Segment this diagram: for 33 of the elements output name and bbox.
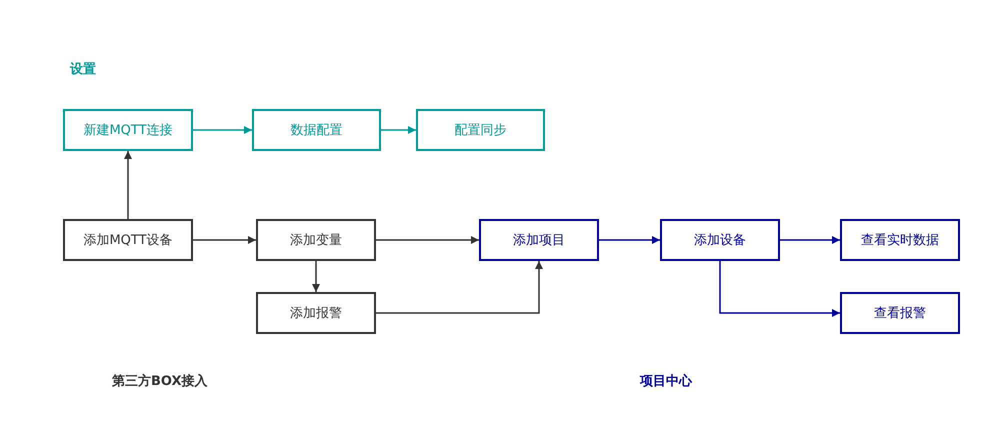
process-box [479,219,599,261]
group-title: 项目中心 [640,372,692,390]
box-label: 数据配置 [290,122,342,139]
process-box [660,219,780,261]
arrow [376,261,543,314]
arrow [193,236,256,244]
group-title: 第三方BOX接入 [112,372,208,390]
process-box [840,219,960,261]
arrow [719,261,840,317]
box-label: 查看报警 [874,305,926,322]
box-label: 新建MQTT连接 [83,122,173,139]
arrow [193,126,252,134]
arrow [376,236,479,244]
box-label: 添加MQTT设备 [83,232,173,249]
box-label: 添加设备 [694,232,746,249]
arrow [312,261,320,292]
process-box [840,292,960,334]
process-box [256,292,376,334]
process-box [256,219,376,261]
box-label: 添加项目 [513,232,565,249]
arrow [780,236,840,244]
process-box [63,219,193,261]
group-title: 设置 [70,61,96,78]
process-box [252,109,381,151]
process-box [416,109,545,151]
box-label: 添加报警 [290,305,342,322]
process-box [63,109,193,151]
arrow [124,151,132,219]
arrow [599,236,660,244]
box-label: 查看实时数据 [861,232,939,249]
box-label: 配置同步 [454,122,506,139]
box-label: 添加变量 [290,232,342,249]
arrow [381,126,416,134]
